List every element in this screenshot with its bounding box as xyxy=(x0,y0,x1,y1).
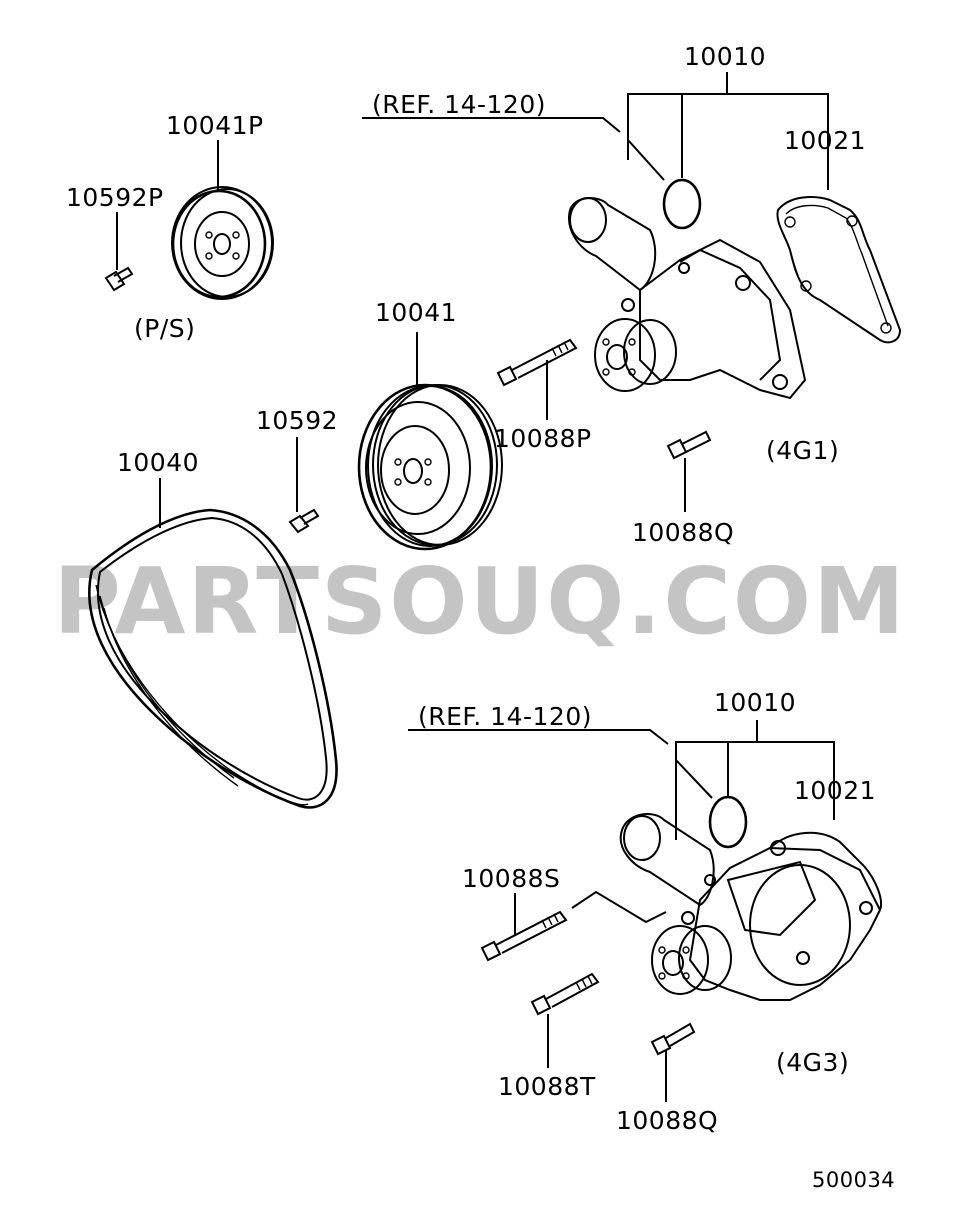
bracket-10010-lower xyxy=(675,741,835,840)
bolt-10088s[interactable] xyxy=(480,910,568,962)
bolt-10088p[interactable] xyxy=(496,338,578,387)
label-pump-upper: 10010 xyxy=(684,42,767,71)
watermark: PARTSOUQ.COM xyxy=(53,548,907,655)
leader-bolt-10088s-to-pump xyxy=(571,890,667,924)
label-bolt-10088t: 10088T xyxy=(498,1072,596,1101)
water-pump-lower[interactable] xyxy=(619,813,882,1001)
label-gasket-upper: 10021 xyxy=(784,126,867,155)
label-bolt-10088q-upper: 10088Q xyxy=(632,518,735,547)
water-pump-upper[interactable] xyxy=(568,197,807,400)
o-ring-lower[interactable] xyxy=(708,795,748,849)
crank-bolt[interactable] xyxy=(288,508,320,534)
label-ps-bolt: 10592P xyxy=(66,183,164,212)
label-ref-lower: (REF. 14-120) xyxy=(418,702,592,731)
o-ring-upper[interactable] xyxy=(662,178,702,230)
label-bolt-10088p: 10088P xyxy=(494,424,592,453)
bolt-10088q-upper[interactable] xyxy=(666,430,712,460)
bolt-10088q-lower[interactable] xyxy=(650,1022,696,1056)
gasket-upper[interactable] xyxy=(776,196,902,344)
label-pump-lower: 10010 xyxy=(714,688,797,717)
bolt-10088t[interactable] xyxy=(530,972,600,1016)
leader-ref-upper xyxy=(362,117,621,133)
label-bolt-10088s: 10088S xyxy=(462,864,561,893)
label-ps-note: (P/S) xyxy=(134,314,196,343)
diagram-id: 500034 xyxy=(812,1168,896,1192)
ps-bolt[interactable] xyxy=(104,266,134,292)
label-crank-bolt: 10592 xyxy=(256,406,339,435)
label-crank-pulley: 10041 xyxy=(375,298,458,327)
label-ref-upper: (REF. 14-120) xyxy=(372,90,546,119)
v-belt[interactable] xyxy=(88,508,338,809)
label-bolt-10088q-lower: 10088Q xyxy=(616,1106,719,1135)
label-gasket-lower: 10021 xyxy=(794,776,877,805)
label-ps-pulley: 10041P xyxy=(166,111,264,140)
label-v-belt: 10040 xyxy=(117,448,200,477)
leader-ref-lower xyxy=(408,729,669,745)
label-variant-upper: (4G1) xyxy=(766,436,840,465)
label-variant-lower: (4G3) xyxy=(776,1048,850,1077)
crank-pulley[interactable] xyxy=(357,383,503,551)
ps-pulley[interactable] xyxy=(171,186,274,300)
